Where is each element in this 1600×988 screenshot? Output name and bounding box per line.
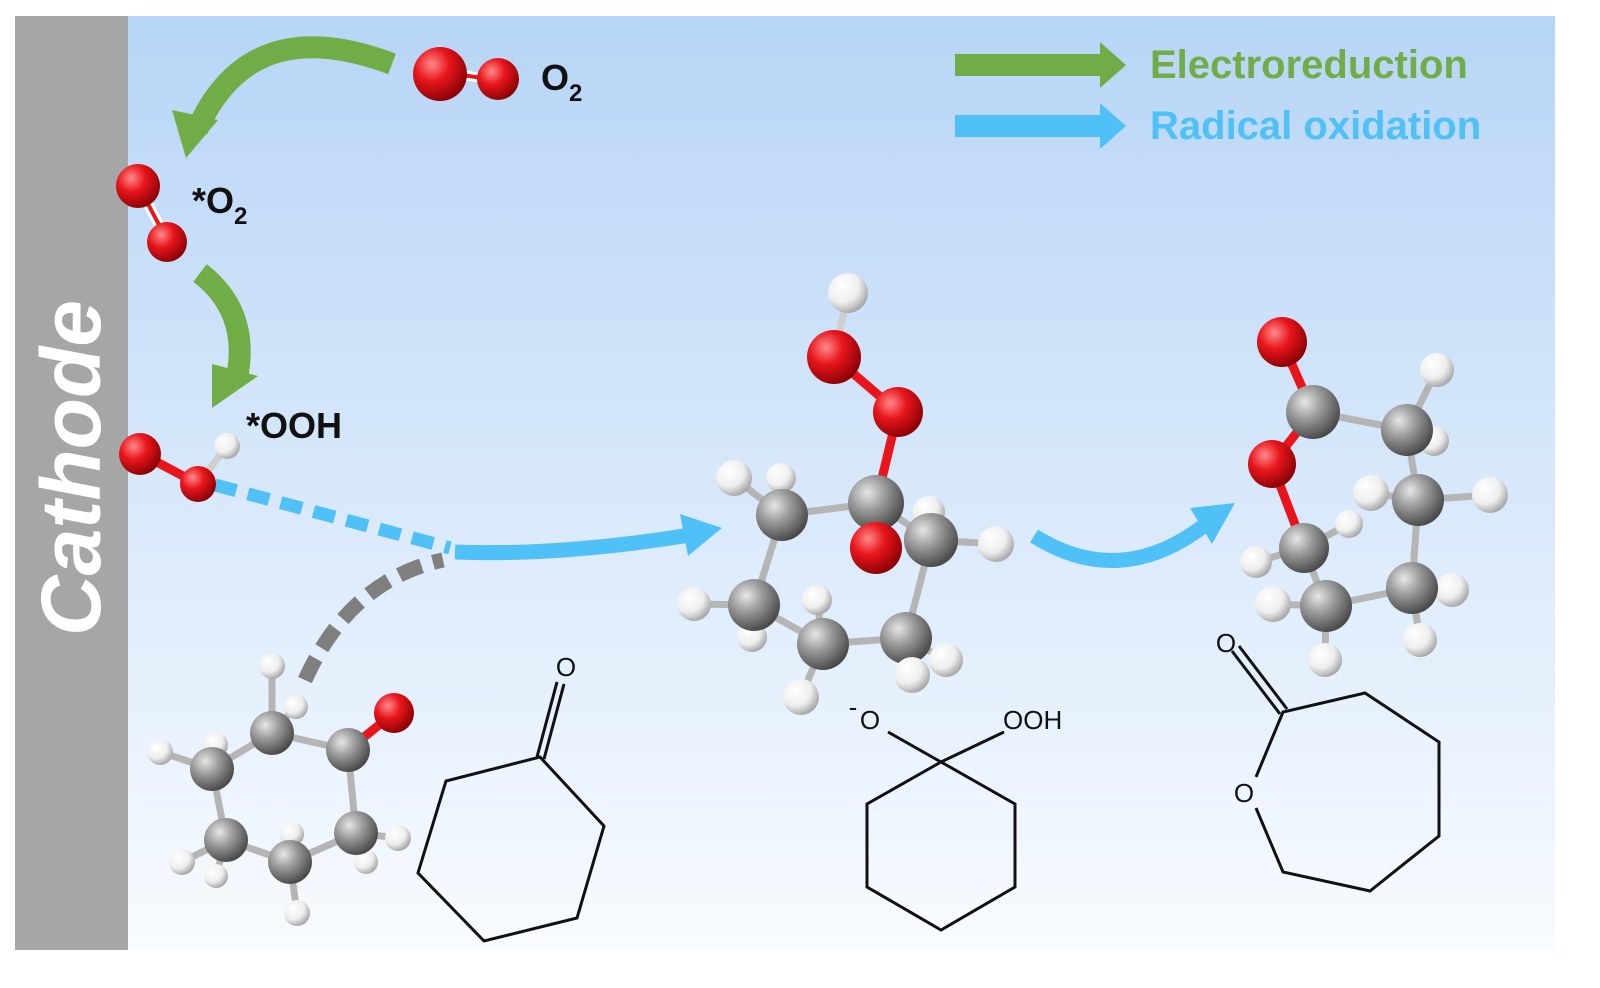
radical-arrow-to-lactone — [1030, 519, 1210, 568]
hydroperoxy-group-symbol: OOH — [1003, 705, 1062, 735]
carbon-atom — [204, 818, 248, 862]
hydrogen-atom — [1403, 623, 1437, 657]
carbon-atom — [797, 618, 849, 670]
oxygen-atom — [147, 222, 187, 262]
reduction-arrowhead-1 — [172, 110, 218, 158]
radical-arrow-to-intermediate — [454, 527, 692, 561]
carbon-atom — [190, 747, 234, 791]
oxygen-atom — [180, 466, 216, 502]
hydrogen-atom — [284, 695, 308, 719]
adsorbed-o2-label: *O2 — [192, 180, 247, 230]
reduction-arrow-ooh-formation — [193, 264, 251, 374]
adsorbed-o2-model — [116, 164, 187, 262]
hydrogen-atom — [1435, 573, 1469, 607]
reduction-arrowhead-2 — [212, 364, 258, 408]
carbon-atom — [1286, 385, 1340, 439]
oxygen-atom — [413, 47, 467, 101]
radical-arrowhead-1 — [680, 514, 722, 556]
cathode-electrode — [15, 16, 128, 950]
radical-arrowhead-2 — [1190, 503, 1235, 544]
hydrogen-atom — [385, 825, 411, 851]
carbon-atom — [1386, 562, 1438, 614]
hydrogen-atom — [929, 643, 963, 677]
hydrogen-atom — [280, 822, 304, 846]
gray-dashed-line — [298, 552, 445, 684]
oxygen-atom — [850, 522, 902, 574]
lactone-carbonyl-oxygen-symbol: O — [1216, 628, 1236, 658]
hydrogen-atom — [828, 273, 868, 313]
caprolactone-structure: O O — [1216, 628, 1441, 893]
hydrogen-atom — [1335, 510, 1363, 538]
negative-charge-symbol: - — [849, 692, 858, 722]
oxygen-atom — [374, 693, 414, 733]
legend: Electroreduction Radical oxidation — [955, 42, 1481, 149]
legend-electroreduction-arrow — [955, 42, 1126, 88]
o2-label: O2 — [541, 57, 582, 107]
carbon-atom — [326, 728, 370, 772]
oxygen-atom — [1248, 440, 1296, 488]
carbon-atom — [904, 513, 958, 567]
oxygen-atom — [1257, 317, 1307, 367]
hydroperoxy-intermediate-model — [677, 273, 1014, 715]
hydroperoxy-intermediate-structure: O - OOH — [849, 692, 1062, 932]
hydrogen-atom — [1353, 475, 1389, 511]
carbon-atom — [848, 475, 904, 531]
hydrogen-atom — [802, 585, 832, 615]
caprolactone-model — [1240, 317, 1508, 677]
cyclohexanone-structure: O — [416, 652, 606, 943]
hydrogen-atom — [766, 463, 796, 493]
carbon-atom — [728, 579, 780, 631]
hydrogen-atom — [354, 850, 378, 874]
legend-radical-oxidation-arrow — [955, 103, 1126, 149]
radical-dashed-line — [213, 478, 452, 555]
alkoxide-oxygen-symbol: O — [860, 705, 880, 735]
legend-radical-oxidation-label: Radical oxidation — [1150, 104, 1481, 148]
lactone-ring-oxygen-symbol: O — [1234, 778, 1254, 808]
hydrogen-atom — [1472, 477, 1508, 513]
reduction-arrow-o2-adsorption — [186, 36, 396, 135]
carbon-atom — [880, 612, 932, 664]
hydrogen-atom — [204, 864, 228, 888]
oxygen-atom — [477, 58, 519, 100]
hydrogen-atom — [894, 657, 930, 693]
hydrogen-atom — [214, 433, 240, 459]
hydrogen-atom — [1420, 353, 1454, 387]
hydrogen-atom — [147, 739, 173, 765]
legend-electroreduction-label: Electroreduction — [1150, 43, 1468, 87]
carbon-atom — [268, 840, 312, 884]
ketone-oxygen-symbol: O — [556, 652, 576, 682]
carbon-atom — [756, 489, 808, 541]
carbon-atom — [250, 711, 294, 755]
cyclohexanone-model — [147, 653, 414, 926]
hydrogen-atom — [978, 526, 1014, 562]
hydrogen-atom — [169, 849, 195, 875]
oxygen-atom — [116, 164, 160, 208]
carbon-atom — [1300, 580, 1352, 632]
hydrogen-atom — [716, 460, 752, 496]
hydrogen-atom — [783, 679, 819, 715]
carbon-atom — [334, 811, 378, 855]
hydrogen-atom — [677, 587, 711, 621]
adsorbed-ooh-label: *OOH — [246, 405, 342, 446]
hydrogen-atom — [1240, 546, 1272, 578]
hydrogen-atom — [1255, 586, 1291, 622]
oxygen-atom — [807, 330, 861, 384]
carbon-atom — [1381, 404, 1433, 456]
oxygen-atom — [119, 433, 161, 475]
carbon-atom — [1279, 523, 1329, 573]
background-panel — [128, 16, 1555, 950]
o2-molecule-model — [413, 47, 519, 101]
hydrogen-atom — [284, 900, 310, 926]
adsorbed-ooh-model — [119, 433, 240, 502]
carbon-atom — [1392, 474, 1444, 526]
oxygen-atom — [873, 387, 923, 437]
cathode-label: Cathode — [24, 300, 118, 636]
hydrogen-atom — [259, 653, 285, 679]
hydrogen-atom — [1308, 643, 1342, 677]
